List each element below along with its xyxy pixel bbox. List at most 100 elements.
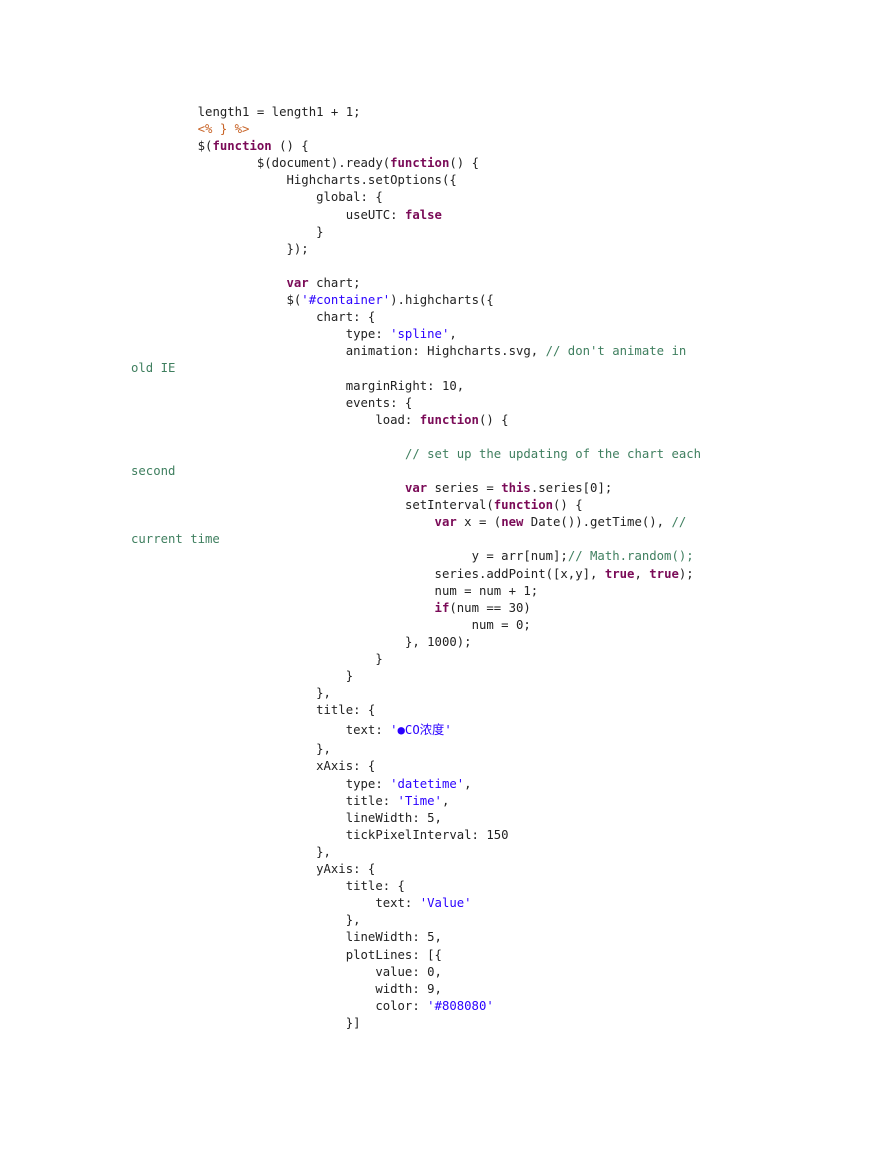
code-line: text: '●CO浓度' bbox=[131, 719, 831, 741]
code-text: title: { bbox=[345, 879, 405, 894]
code-line: marginRight: 10, bbox=[131, 378, 831, 395]
code-text: text: bbox=[345, 723, 391, 738]
code-text: series.addPoint([x,y], bbox=[434, 566, 605, 581]
code-line: $(document).ready(function() { bbox=[131, 155, 831, 172]
code-line: series.addPoint([x,y], true, true); bbox=[131, 566, 831, 583]
code-indent bbox=[131, 515, 435, 529]
code-line: load: function() { bbox=[131, 412, 831, 429]
code-line: title: { bbox=[131, 702, 831, 719]
code-indent bbox=[131, 777, 346, 791]
code-indent bbox=[131, 811, 346, 825]
code-indent bbox=[131, 242, 286, 256]
code-line: useUTC: false bbox=[131, 207, 831, 224]
code-text: yAxis: { bbox=[316, 862, 376, 877]
code-indent bbox=[131, 173, 286, 187]
code-text: width: 9, bbox=[375, 981, 442, 996]
code-indent bbox=[131, 652, 375, 666]
code-indent bbox=[131, 396, 346, 410]
code-indent bbox=[131, 208, 346, 222]
code-line: current time bbox=[131, 531, 831, 548]
code-indent bbox=[131, 225, 316, 239]
code-keyword: var bbox=[286, 275, 309, 290]
code-text: }, bbox=[345, 913, 361, 928]
code-text: animation: Highcharts.svg, bbox=[345, 344, 546, 359]
code-indent bbox=[131, 930, 346, 944]
code-indent bbox=[131, 413, 375, 427]
code-text: text: bbox=[375, 896, 420, 911]
code-line: }] bbox=[131, 1015, 831, 1032]
code-line: lineWidth: 5, bbox=[131, 810, 831, 827]
code-text: }, bbox=[316, 686, 331, 701]
code-text: , bbox=[441, 793, 450, 808]
code-line: global: { bbox=[131, 189, 831, 206]
code-line: <% } %> bbox=[131, 121, 831, 138]
code-indent bbox=[131, 105, 198, 119]
code-string: '#container' bbox=[301, 293, 391, 308]
code-line: xAxis: { bbox=[131, 758, 831, 775]
code-text: , bbox=[449, 327, 457, 342]
code-line: type: 'datetime', bbox=[131, 776, 831, 793]
code-line: // set up the updating of the chart each bbox=[131, 446, 831, 463]
code-indent bbox=[131, 549, 472, 563]
code-line: color: '#808080' bbox=[131, 998, 831, 1015]
code-line: var x = (new Date()).getTime(), // bbox=[131, 514, 831, 531]
code-text: plotLines: [{ bbox=[345, 947, 442, 962]
code-template-tag: <% } %> bbox=[197, 122, 250, 137]
code-text: ); bbox=[678, 566, 694, 581]
code-indent bbox=[131, 828, 346, 842]
code-line: setInterval(function() { bbox=[131, 497, 831, 514]
code-keyword: new bbox=[501, 515, 524, 530]
code-text: type: bbox=[345, 327, 391, 342]
code-text: }] bbox=[345, 1015, 361, 1030]
code-indent bbox=[131, 584, 435, 598]
code-indent bbox=[131, 723, 346, 737]
code-line: lineWidth: 5, bbox=[131, 929, 831, 946]
code-line bbox=[131, 429, 831, 446]
code-text: }); bbox=[286, 241, 309, 256]
code-line: }, bbox=[131, 685, 831, 702]
code-text: lineWidth: 5, bbox=[345, 930, 442, 945]
code-text: xAxis: { bbox=[316, 759, 376, 774]
code-indent bbox=[131, 794, 346, 808]
code-line: $('#container').highcharts({ bbox=[131, 292, 831, 309]
code-indent bbox=[131, 635, 405, 649]
code-text: }, bbox=[316, 844, 331, 859]
code-keyword: true bbox=[604, 566, 635, 581]
code-text: } bbox=[345, 669, 354, 684]
code-keyword: if bbox=[434, 600, 450, 615]
code-line: y = arr[num];// Math.random(); bbox=[131, 548, 831, 565]
code-indent bbox=[131, 310, 316, 324]
code-text: series = bbox=[427, 481, 502, 496]
code-comment: second bbox=[131, 463, 176, 478]
code-indent bbox=[131, 139, 198, 153]
code-text: setInterval( bbox=[404, 498, 494, 513]
code-line: yAxis: { bbox=[131, 861, 831, 878]
code-indent bbox=[131, 948, 346, 962]
code-comment: // Math.random(); bbox=[567, 549, 694, 564]
code-text: } bbox=[375, 652, 383, 666]
code-line: }, 1000); bbox=[131, 634, 831, 651]
code-keyword: function bbox=[390, 156, 450, 171]
code-comment: // don't animate in bbox=[545, 344, 687, 359]
code-text: chart: { bbox=[316, 310, 376, 325]
code-line: if(num == 30) bbox=[131, 600, 831, 617]
code-text: () { bbox=[478, 412, 509, 427]
code-indent bbox=[131, 879, 346, 893]
code-keyword: function bbox=[212, 139, 272, 154]
code-string: 'datetime' bbox=[390, 776, 465, 791]
code-text: Highcharts.setOptions({ bbox=[286, 173, 457, 188]
code-text: }, bbox=[316, 742, 331, 757]
code-line: events: { bbox=[131, 395, 831, 412]
code-indent bbox=[131, 703, 316, 717]
code-line: }, bbox=[131, 912, 831, 929]
code-text: x = ( bbox=[456, 515, 502, 530]
code-line: Highcharts.setOptions({ bbox=[131, 172, 831, 189]
code-listing: length1 = length1 + 1; <% } %> $(functio… bbox=[131, 104, 831, 1032]
code-indent bbox=[131, 686, 316, 700]
code-indent bbox=[131, 999, 375, 1013]
code-text: length1 = length1 + 1; bbox=[197, 105, 361, 119]
code-keyword: var bbox=[434, 515, 457, 530]
code-text: $(document).ready( bbox=[256, 156, 391, 171]
code-indent bbox=[131, 344, 346, 358]
